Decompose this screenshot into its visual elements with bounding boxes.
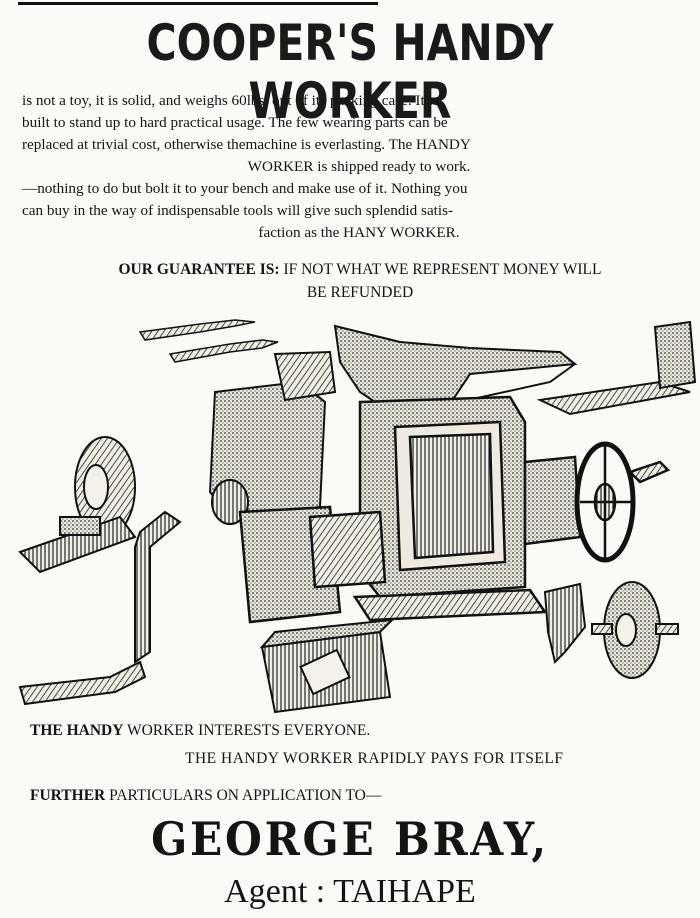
drill-bit-illustration bbox=[138, 319, 279, 363]
grinding-wheel-illustration bbox=[18, 436, 137, 574]
tagline-pays: THE HANDY WORKER RAPIDLY PAYS FOR ITSELF bbox=[185, 750, 564, 767]
body-line: —nothing to do but bolt it to your bench… bbox=[22, 180, 468, 197]
guarantee-lead: OUR GUARANTEE IS: bbox=[118, 261, 280, 278]
machine-illustration bbox=[18, 319, 697, 714]
guarantee-line2: BE REFUNDED bbox=[306, 284, 414, 301]
body-line: WORKER is shipped ready to work. bbox=[247, 158, 471, 175]
emery-wheel-illustration bbox=[591, 581, 679, 679]
body-line: is not a toy, it is solid, and weighs 60… bbox=[22, 92, 439, 109]
hand-wheel-illustration bbox=[523, 441, 671, 563]
tagline-particulars: FURTHER PARTICULARS ON APPLICATION TO— bbox=[30, 787, 382, 804]
crank-handle-illustration bbox=[18, 510, 182, 706]
tagline-interests: THE HANDY WORKER INTERESTS EVERYONE. bbox=[30, 722, 371, 739]
blade-illustration bbox=[543, 582, 587, 664]
gear-box-illustration bbox=[259, 618, 395, 714]
body-text: is not a toy, it is solid, and weighs 60… bbox=[22, 90, 696, 244]
guarantee-text: OUR GUARANTEE IS: IF NOT WHAT WE REPRESE… bbox=[22, 258, 698, 304]
headline: COOPER'S HANDY WORKER bbox=[146, 14, 554, 130]
top-rule bbox=[18, 2, 378, 5]
gear-housing-illustration bbox=[208, 350, 337, 525]
agent-name: GEORGE BRAY, bbox=[151, 812, 549, 866]
body-line: replaced at trivial cost, otherwise them… bbox=[22, 136, 471, 153]
body-line: can buy in the way of indispensable tool… bbox=[22, 202, 454, 219]
body-line: built to stand up to hard practical usag… bbox=[22, 114, 448, 131]
guarantee-rest: IF NOT WHAT WE REPRESENT MONEY WILL bbox=[279, 261, 602, 278]
agent-location: Agent : TAIHAPE bbox=[224, 873, 476, 910]
main-frame-illustration bbox=[238, 395, 548, 624]
body-line: faction as the HANY WORKER. bbox=[258, 224, 460, 241]
saw-table-illustration bbox=[536, 320, 697, 416]
